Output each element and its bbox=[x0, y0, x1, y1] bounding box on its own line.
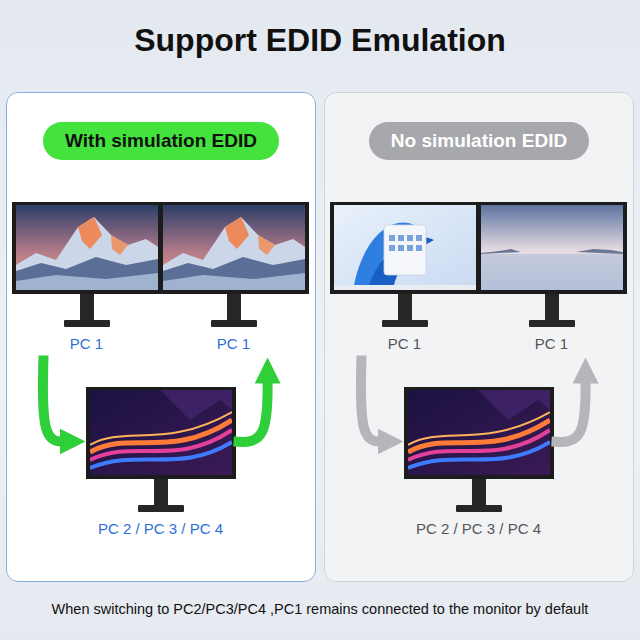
switch-arrow bbox=[552, 378, 586, 442]
panel-heading: With simulation EDID bbox=[43, 122, 279, 160]
pc-label: PC 1 bbox=[535, 335, 568, 352]
panel-heading: No simulation EDID bbox=[369, 122, 589, 160]
switch-arrow bbox=[361, 356, 384, 442]
monitor-box: PC 2 / PC 3 / PC 4 bbox=[408, 390, 550, 537]
pc-label: PC 1 bbox=[70, 335, 103, 352]
monitor-box: PC 2 / PC 3 / PC 4 bbox=[90, 390, 232, 537]
monitor-box: PC 1 bbox=[16, 205, 158, 352]
comparison-panel: No simulation EDID PC 1 PC 1 PC 2 / PC 3 / … bbox=[324, 92, 634, 582]
pc-label: PC 1 bbox=[217, 335, 250, 352]
monitor-box: PC 1 bbox=[163, 205, 305, 352]
switch-arrow bbox=[43, 356, 66, 442]
pc-label: PC 2 / PC 3 / PC 4 bbox=[416, 520, 541, 537]
caption-note: When switching to PC2/PC3/PC4 ,PC1 remai… bbox=[0, 601, 640, 617]
pc-label: PC 2 / PC 3 / PC 4 bbox=[98, 520, 223, 537]
monitor-box: PC 1 bbox=[481, 205, 623, 352]
comparison-panel: With simulation EDID PC 1 PC 1 PC 2 / PC 3 … bbox=[6, 92, 316, 582]
monitor-box: PC 1 bbox=[334, 205, 476, 352]
switch-arrow bbox=[234, 378, 268, 442]
page-title: Support EDID Emulation bbox=[0, 22, 640, 59]
pc-label: PC 1 bbox=[388, 335, 421, 352]
